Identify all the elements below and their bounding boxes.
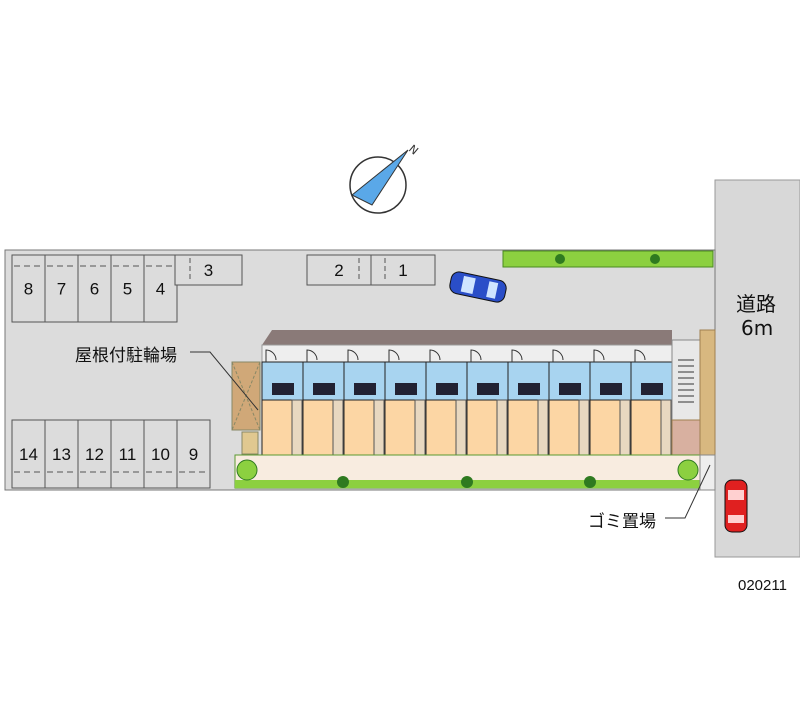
parking-space-number: 12 xyxy=(85,445,104,464)
parking-space-number: 10 xyxy=(151,445,170,464)
map-code: 020211 xyxy=(738,577,787,594)
parking-space-number: 8 xyxy=(24,280,33,299)
bike-parking-label: 屋根付駐輪場 xyxy=(75,346,177,366)
parking-space-number: 5 xyxy=(123,280,132,299)
apartment-building xyxy=(261,329,716,466)
parking-spaces: 8 7 6 5 4 3 2 1 14 13 12 11 10 9 xyxy=(11,254,436,489)
garbage-leader xyxy=(665,464,711,519)
parking-space-number: 13 xyxy=(52,445,71,464)
parking-space-number: 7 xyxy=(57,280,66,299)
parking-space-number: 9 xyxy=(189,445,198,464)
apartment-unit xyxy=(630,349,673,456)
parking-space-number: 4 xyxy=(156,280,165,299)
apartment-unit xyxy=(302,349,345,456)
parking-space: 9 xyxy=(176,419,211,489)
bike-parking-leader xyxy=(190,351,259,411)
parking-space: 5 xyxy=(110,254,145,323)
parking-space: 3 xyxy=(174,254,243,286)
parking-space: 12 xyxy=(77,419,112,489)
parking-space: 7 xyxy=(44,254,79,323)
apartment-unit xyxy=(548,349,591,456)
apartment-unit xyxy=(261,349,304,456)
parking-space: 1 xyxy=(370,254,436,286)
road-width-label: 6m xyxy=(741,316,774,340)
hedge xyxy=(502,250,714,268)
parking-space: 2 xyxy=(306,254,372,286)
parking-space-number: 6 xyxy=(90,280,99,299)
apartment-unit xyxy=(589,349,632,456)
parking-space-number: 1 xyxy=(398,261,407,280)
parking-space-number: 2 xyxy=(334,261,343,280)
apartment-unit xyxy=(384,349,427,456)
parking-space: 13 xyxy=(44,419,79,489)
apartment-unit xyxy=(425,349,468,456)
apartment-unit xyxy=(466,349,509,456)
parking-space: 4 xyxy=(143,254,178,323)
parking-space: 14 xyxy=(11,419,46,489)
blue-car-icon xyxy=(449,271,507,303)
svg-text:N: N xyxy=(406,142,421,157)
road-label: 道路 xyxy=(736,292,776,316)
compass-north-icon: N xyxy=(349,142,421,214)
parking-space-number: 14 xyxy=(19,445,38,464)
red-car-icon xyxy=(724,479,748,533)
apartment-unit xyxy=(343,349,386,456)
garbage-area xyxy=(699,454,716,491)
parking-space: 6 xyxy=(77,254,112,323)
parking-space: 10 xyxy=(143,419,178,489)
parking-space-number: 3 xyxy=(204,261,213,280)
stairs xyxy=(671,339,701,421)
parking-space: 8 xyxy=(11,254,46,323)
parking-space: 11 xyxy=(110,419,145,489)
parking-space-number: 11 xyxy=(119,445,137,464)
apartment-unit xyxy=(507,349,550,456)
garbage-label: ゴミ置場 xyxy=(588,512,656,532)
